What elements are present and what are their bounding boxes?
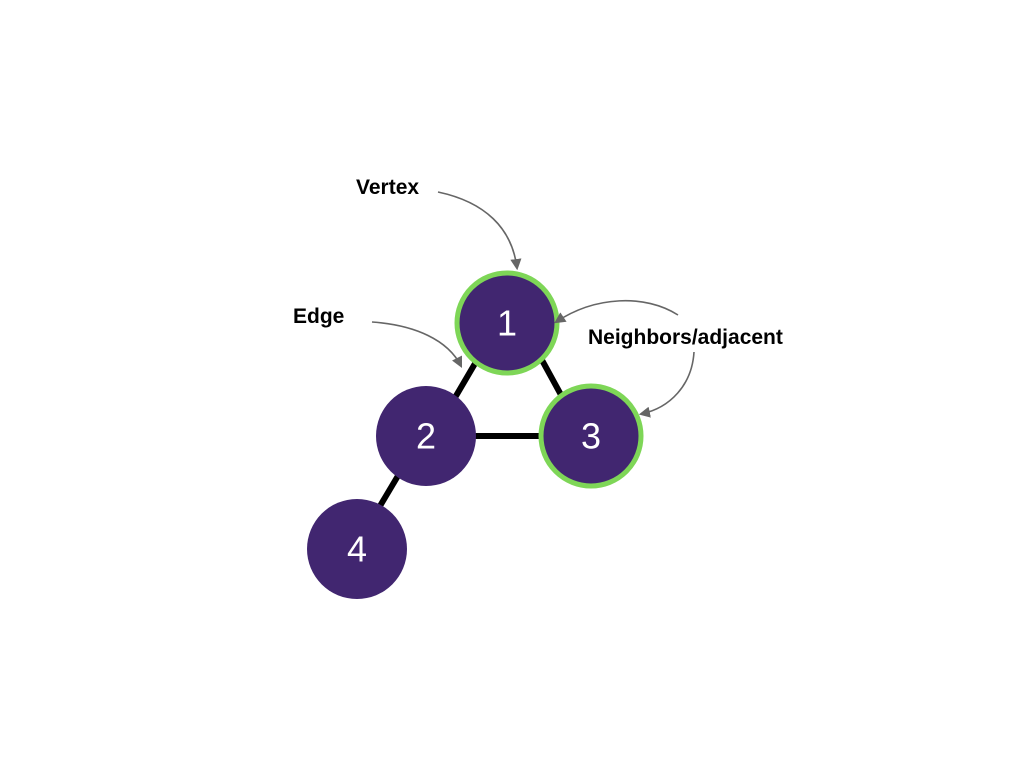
node-1-label: 1 [497, 303, 517, 344]
edge-annotation-label: Edge [293, 305, 344, 328]
vertex-annotation-label: Vertex [356, 176, 419, 199]
node-4-circle [307, 499, 407, 599]
edge-arrow [371, 321, 463, 369]
node-2-circle [376, 386, 476, 486]
node-1: 1 [454, 270, 560, 376]
neighbors-annotation-label: Neighbors/adjacent [588, 326, 783, 349]
node-2-label: 2 [416, 416, 436, 457]
node-3-circle [538, 383, 644, 489]
neighbors-arrow-to-node-3 [638, 351, 695, 418]
vertex-arrow [437, 191, 522, 271]
node-3: 3 [538, 383, 644, 489]
node-2: 2 [376, 386, 476, 486]
node-4: 4 [307, 499, 407, 599]
node-4-label: 4 [347, 529, 367, 570]
node-3-label: 3 [581, 416, 601, 457]
neighbors-arrow-to-node-1 [554, 300, 679, 324]
